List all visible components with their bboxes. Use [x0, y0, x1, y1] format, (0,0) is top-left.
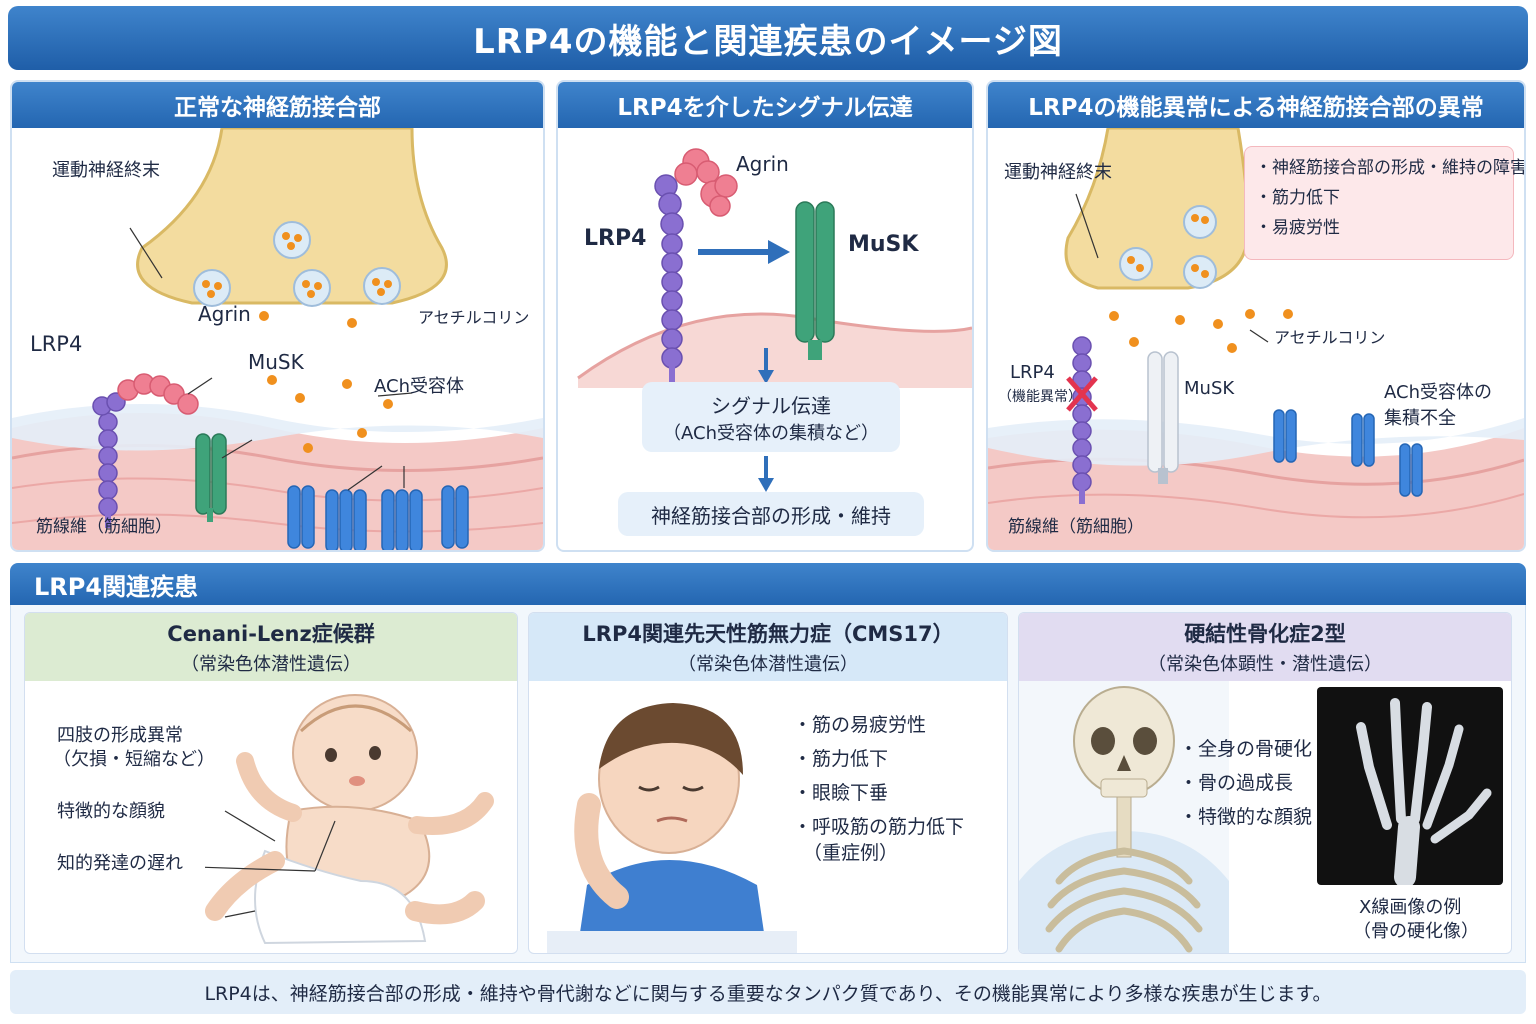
- disease-card-cms17: LRP4関連先天性筋無力症（CMS17） （常染色体潜性遺伝） ・筋の易疲労性 …: [528, 612, 1008, 954]
- disease-card-header: Cenani-Lenz症候群 （常染色体潜性遺伝）: [25, 613, 517, 681]
- nerve-terminal-label-abnormal: 運動神経終末: [1004, 162, 1112, 183]
- abnormal-nmj-illustration: [988, 128, 1524, 550]
- signal-transduction-box: シグナル伝達 （ACh受容体の集積など）: [642, 382, 900, 452]
- agrin-label: Agrin: [198, 302, 251, 326]
- xray-caption-detail: （骨の硬化像）: [1353, 921, 1479, 942]
- disease-card-header: 硬結性骨化症2型 （常染色体顕性・潜性遺伝）: [1019, 613, 1511, 681]
- panel-abnormal-heading: LRP4の機能異常による神経筋接合部の異常: [988, 82, 1524, 128]
- nerve-terminal-label: 運動神経終末: [52, 160, 160, 181]
- feature-developmental-delay: 知的発達の遅れ: [57, 853, 183, 874]
- muscle-fiber-label: 筋線維（筋細胞）: [36, 517, 172, 537]
- panel-abnormal-nmj: LRP4の機能異常による神経筋接合部の異常: [986, 80, 1526, 552]
- lrp4-label-abnormal: LRP4: [1010, 362, 1055, 383]
- feature-facial-appearance: ・特徴的な顔貌: [1179, 806, 1313, 828]
- acetylcholine-label: アセチルコリン: [418, 308, 530, 327]
- nmj-maintenance-box: 神経筋接合部の形成・維持: [618, 492, 924, 536]
- disease-inheritance: （常染色体潜性遺伝）: [678, 654, 858, 675]
- disease-name: Cenani-Lenz症候群: [167, 622, 375, 646]
- down-arrow-icon: [758, 456, 774, 492]
- symptom-fatigability: ・筋の易疲労性: [793, 714, 927, 736]
- child-illustration: [547, 703, 797, 953]
- lrp4-label-signaling: LRP4: [584, 226, 647, 251]
- feature-limb-malformation: 四肢の形成異常: [57, 725, 183, 746]
- panel-signaling: LRP4を介したシグナル伝達 Agrin LRP4 MuSK シグナル伝達 （A…: [556, 80, 974, 552]
- symptom-severe-note: （重症例）: [803, 842, 899, 864]
- agrin-label-signaling: Agrin: [736, 152, 789, 176]
- xray-hand-image: [1317, 687, 1503, 885]
- ach-receptor-label: ACh受容体: [374, 376, 464, 397]
- panel-normal-nmj: 正常な神経筋接合部: [10, 80, 545, 552]
- effect-item: ・易疲労性: [1255, 218, 1340, 238]
- symptom-ptosis: ・眼瞼下垂: [793, 782, 889, 804]
- panel-normal-heading: 正常な神経筋接合部: [12, 82, 543, 128]
- signal-step1-detail: （ACh受容体の集積など）: [663, 422, 879, 444]
- diseases-section-heading: LRP4関連疾患: [10, 563, 1526, 605]
- signaling-illustration: [577, 148, 972, 388]
- feature-bone-overgrowth: ・骨の過成長: [1179, 772, 1294, 794]
- feature-facial: 特徴的な顔貌: [57, 801, 165, 822]
- symptom-respiratory-weakness: ・呼吸筋の筋力低下: [793, 816, 965, 838]
- lrp4-label: LRP4: [30, 332, 83, 356]
- ach-receptor-label-abnormal: ACh受容体の: [1384, 382, 1492, 403]
- normal-nmj-illustration: [12, 128, 543, 550]
- skeleton-illustration: [1019, 681, 1229, 953]
- summary-footer: LRP4は、神経筋接合部の形成・維持や骨代謝などに関与する重要なタンパク質であり…: [10, 970, 1526, 1014]
- ach-clustering-failure-label: 集積不全: [1384, 408, 1456, 429]
- disease-card-sclerosteosis: 硬結性骨化症2型 （常染色体顕性・潜性遺伝） ・全身の骨硬化 ・骨の過成長 ・特…: [1018, 612, 1512, 954]
- page-title: LRP4の機能と関連疾患のイメージ図: [8, 6, 1528, 70]
- disease-name: LRP4関連先天性筋無力症（CMS17）: [582, 622, 954, 646]
- impairment-effects-box: ・神経筋接合部の形成・維持の障害 ・筋力低下 ・易疲労性: [1244, 146, 1526, 260]
- feature-bone-sclerosis: ・全身の骨硬化: [1179, 738, 1313, 760]
- disease-card-cenani-lenz: Cenani-Lenz症候群 （常染色体潜性遺伝） 四肢の形成異常 （欠損・短縮…: [24, 612, 518, 954]
- muscle-fiber-label-abnormal: 筋線維（筋細胞）: [1008, 517, 1144, 537]
- down-arrow-icon: [758, 348, 774, 384]
- disease-card-header: LRP4関連先天性筋無力症（CMS17） （常染色体潜性遺伝）: [529, 613, 1007, 681]
- musk-label-abnormal: MuSK: [1184, 378, 1235, 399]
- xray-caption: X線画像の例: [1359, 897, 1462, 918]
- musk-label: MuSK: [248, 350, 304, 374]
- disease-name: 硬結性骨化症2型: [1184, 622, 1346, 646]
- lrp4-dysfunction-note: （機能異常）: [998, 389, 1082, 405]
- feature-limb-detail: （欠損・短縮など）: [53, 749, 215, 770]
- acetylcholine-label-abnormal: アセチルコリン: [1274, 328, 1386, 347]
- disease-inheritance: （常染色体顕性・潜性遺伝）: [1148, 654, 1382, 675]
- musk-label-signaling: MuSK: [848, 232, 919, 257]
- effect-item: ・神経筋接合部の形成・維持の障害: [1255, 158, 1526, 178]
- symptom-weakness: ・筋力低下: [793, 748, 889, 770]
- panel-signaling-heading: LRP4を介したシグナル伝達: [558, 82, 972, 128]
- infant-illustration: [205, 694, 494, 945]
- disease-inheritance: （常染色体潜性遺伝）: [181, 654, 361, 675]
- signal-step2: 神経筋接合部の形成・維持: [651, 503, 891, 528]
- effect-item: ・筋力低下: [1255, 188, 1340, 208]
- signal-step1-title: シグナル伝達: [711, 393, 831, 418]
